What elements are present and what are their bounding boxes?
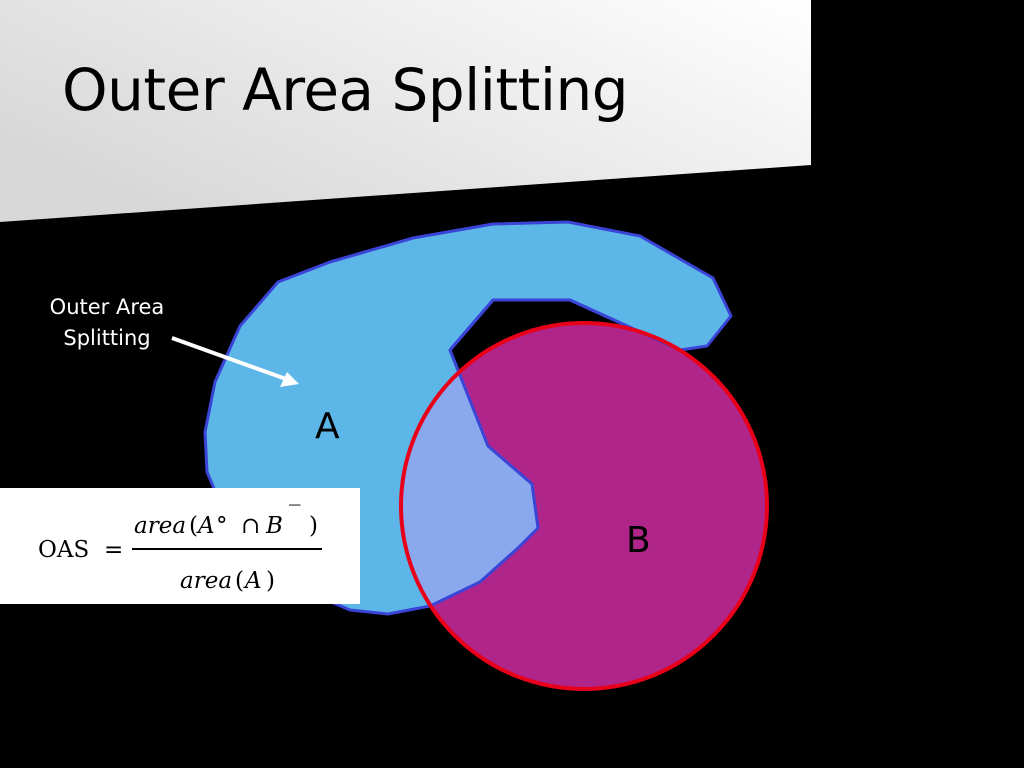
numerator-open-paren: (: [189, 513, 198, 539]
circle-b: [401, 323, 767, 689]
denominator-close-paren: ): [266, 568, 275, 594]
denominator-a: A: [245, 568, 262, 594]
shape-a-inner-edge: [429, 298, 681, 608]
denominator-open-paren: (: [235, 568, 244, 594]
annotation-text: Outer Area Splitting: [40, 292, 174, 354]
formula-equals: =: [104, 537, 124, 563]
numerator-b: B: [266, 513, 283, 539]
numerator-area: area: [134, 513, 187, 539]
numerator-intersection: ∩: [241, 513, 261, 539]
numerator-b-bar: _: [289, 480, 301, 506]
formula-box: OAS = area ( A ° ∩ B _ ) area ( A ): [0, 480, 360, 604]
annotation-arrow-head: [280, 372, 299, 387]
circle-b-outline: [399, 321, 769, 691]
label-a: A: [315, 406, 340, 447]
overlap-region: [401, 323, 731, 614]
formula-lhs: OAS: [38, 537, 90, 563]
slide-title: Outer Area Splitting: [62, 56, 629, 124]
annotation-arrow-shaft: [171, 336, 287, 381]
annotation-line-1: Outer Area: [49, 295, 165, 319]
numerator-a: A: [198, 513, 215, 539]
numerator-close-paren: ): [309, 513, 318, 539]
header-banner: [0, 0, 811, 222]
annotation-line-2: Splitting: [63, 326, 151, 350]
numerator-degree: °: [216, 513, 228, 539]
label-b: B: [626, 520, 651, 561]
fraction-bar: [132, 548, 322, 550]
denominator-area: area: [180, 568, 233, 594]
